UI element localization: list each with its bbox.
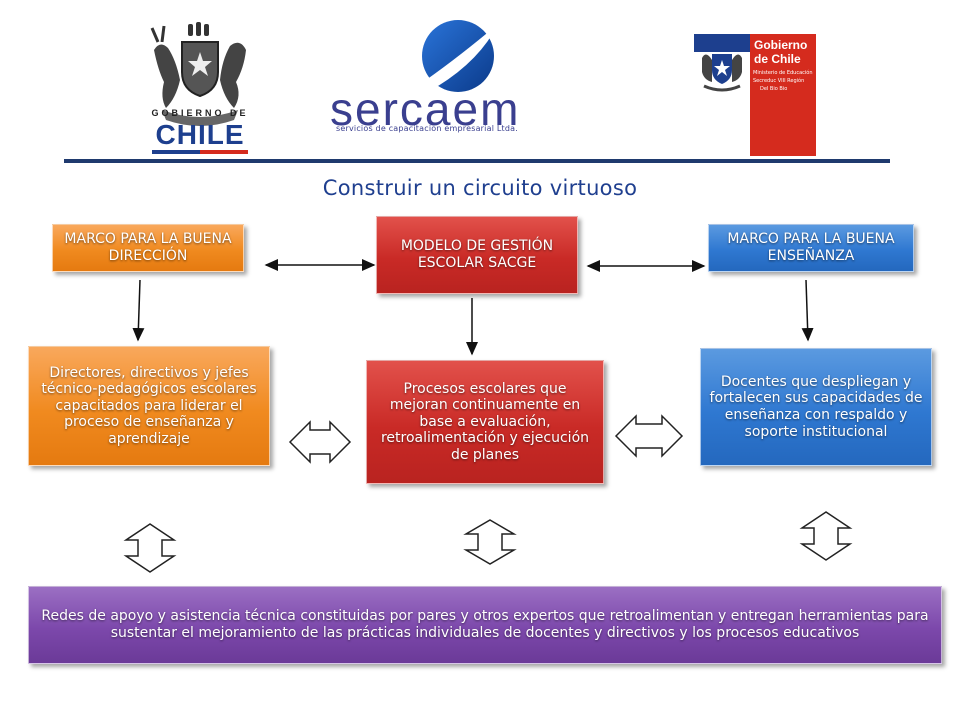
docentes-box: Docentes que despliegan y fortalecen sus… <box>700 348 932 466</box>
right-logo-sub2: Secreduc VIII Región <box>753 78 805 84</box>
header-divider <box>64 159 890 163</box>
double-arrow-left-hollow <box>288 420 352 464</box>
right-logo-sub3: Del Bio Bio <box>760 86 788 92</box>
sercaem-wordmark: sercaem <box>330 83 521 135</box>
right-logo-line2: de Chile <box>754 52 801 66</box>
procesos-escolares-box: Procesos escolares que mejoran continuam… <box>366 360 604 484</box>
double-arrow-right-hollow <box>614 414 684 458</box>
right-logo-red-block <box>750 34 816 156</box>
directores-box: Directores, directivos y jefes técnico-p… <box>28 346 270 466</box>
double-arrow-vertical-right <box>799 511 853 561</box>
right-logo-line1: Gobierno <box>754 38 808 52</box>
left-logo-flag-bar <box>152 150 248 154</box>
gobierno-de-chile-logo-right: Gobierno de Chile Ministerio de Educació… <box>694 34 816 156</box>
sercaem-logo: sercaem servicios de capacitacion empres… <box>330 20 570 138</box>
marco-buena-ensenanza-box: MARCO PARA LA BUENA ENSEÑANZA <box>708 224 914 272</box>
coat-of-arms-icon <box>150 22 246 126</box>
right-logo-blue-band <box>694 34 750 52</box>
left-logo-line2: CHILE <box>155 119 245 150</box>
sercaem-swoosh-icon <box>422 20 498 92</box>
left-logo-line1: GOBIERNO DE <box>151 108 249 118</box>
page-title: Construir un circuito virtuoso <box>322 176 638 200</box>
right-logo-sub1: Ministerio de Educación <box>753 70 813 76</box>
double-arrow-vertical-center <box>463 519 517 565</box>
small-coat-of-arms-icon <box>702 54 742 92</box>
arrow-ensenanza-docentes <box>801 279 814 342</box>
double-arrow-vertical-left <box>123 523 177 573</box>
marco-buena-direccion-box: MARCO PARA LA BUENA DIRECCIÓN <box>52 224 244 272</box>
sercaem-tagline: servicios de capacitacion empresarial Lt… <box>336 124 518 133</box>
redes-apoyo-box: Redes de apoyo y asistencia técnica cons… <box>28 586 942 664</box>
arrow-direccion-directores <box>132 279 145 342</box>
gobierno-de-chile-logo-left: GOBIERNO DE CHILE <box>140 20 260 155</box>
modelo-gestion-escolar-box: MODELO DE GESTIÓN ESCOLAR SACGE <box>376 216 578 294</box>
